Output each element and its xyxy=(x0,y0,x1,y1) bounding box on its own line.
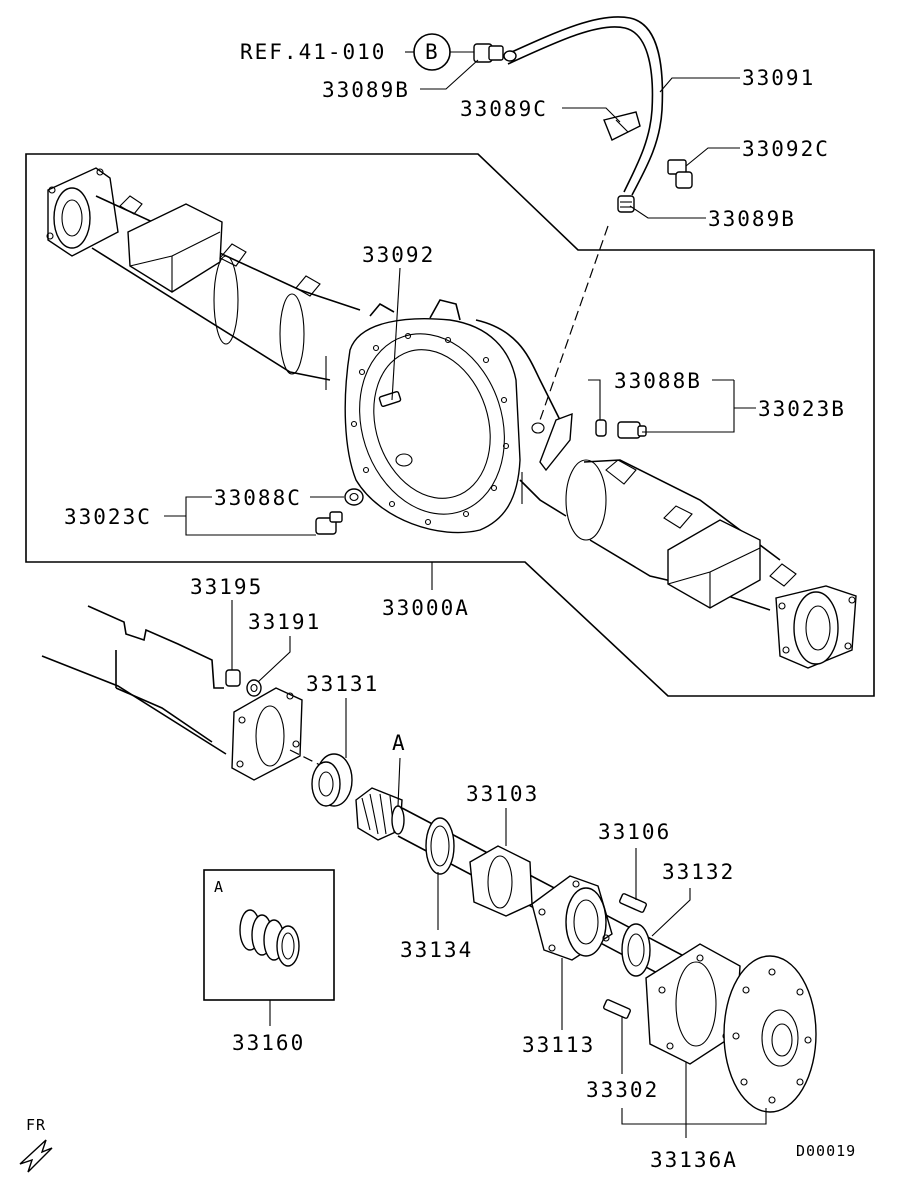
label-diagram-code: D00019 xyxy=(796,1142,857,1160)
label-33195: 33195 xyxy=(190,575,264,599)
label-33089c: 33089C xyxy=(460,97,548,121)
label-33091: 33091 xyxy=(742,66,816,90)
label-33113: 33113 xyxy=(522,1033,596,1057)
label-33103: 33103 xyxy=(466,782,540,806)
front-arrow-icon xyxy=(19,1139,53,1173)
inset-a-box xyxy=(203,869,335,1001)
label-ref-circle: B xyxy=(425,40,440,64)
label-33089b-top: 33089B xyxy=(322,78,410,102)
label-33136a: 33136A xyxy=(650,1148,738,1172)
axle-housing-frame xyxy=(25,153,875,697)
label-33131: 33131 xyxy=(306,672,380,696)
label-fr: FR xyxy=(26,1116,47,1134)
label-33106: 33106 xyxy=(598,820,672,844)
housing-end-stub xyxy=(41,605,331,781)
label-33302: 33302 xyxy=(586,1078,660,1102)
label-33023c: 33023C xyxy=(64,505,152,529)
nut-and-washer xyxy=(225,600,291,697)
label-33088c: 33088C xyxy=(214,486,302,510)
label-callout-a: A xyxy=(392,731,407,755)
axle-housing xyxy=(46,167,857,669)
snap-rings xyxy=(239,909,300,967)
ref-circle-b xyxy=(413,33,451,71)
breather-hose-assembly xyxy=(405,16,740,421)
label-33132: 33132 xyxy=(662,860,736,884)
axle-shaft-assembly xyxy=(311,698,817,1138)
label-33092: 33092 xyxy=(362,243,436,267)
label-33023b: 33023B xyxy=(758,397,846,421)
label-33160: 33160 xyxy=(232,1031,306,1055)
label-33000a: 33000A xyxy=(382,596,470,620)
label-ref: REF.41-010 xyxy=(240,40,387,64)
label-33191: 33191 xyxy=(248,610,322,634)
label-inset-a: A xyxy=(214,878,225,896)
label-33089b-mid: 33089B xyxy=(708,207,796,231)
housing-leaders xyxy=(164,267,756,536)
label-33088b: 33088B xyxy=(614,369,702,393)
label-33092c: 33092C xyxy=(742,137,830,161)
label-33134: 33134 xyxy=(400,938,474,962)
